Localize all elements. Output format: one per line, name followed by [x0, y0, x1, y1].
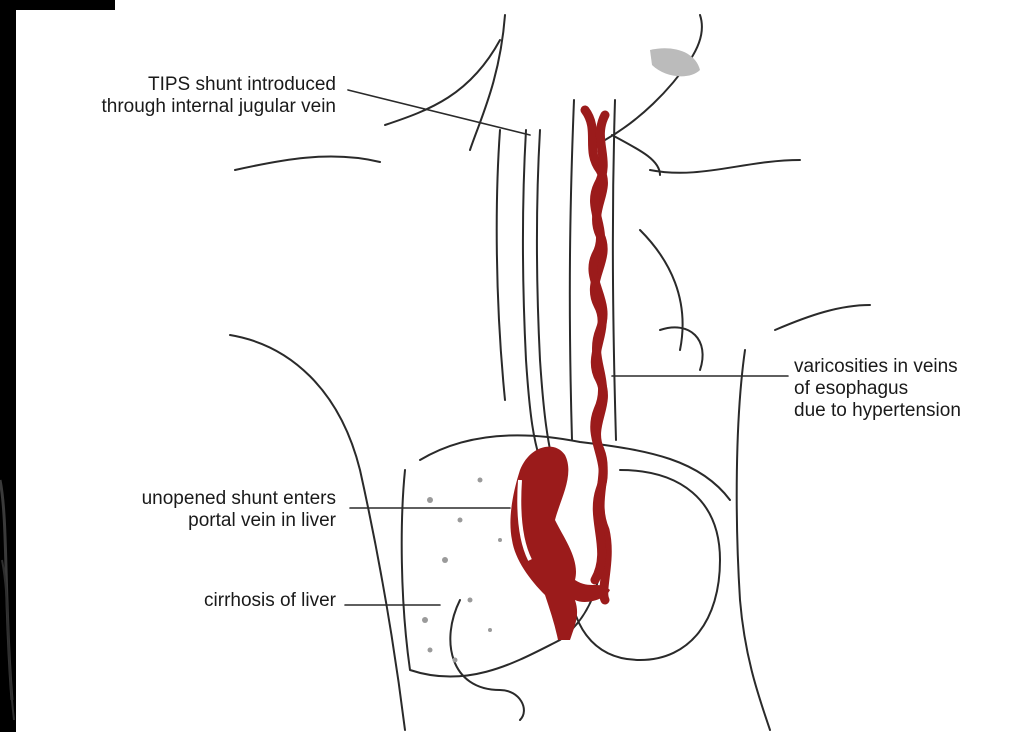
body-left-outline: [230, 335, 405, 730]
label-shunt-line-2: portal vein in liver: [142, 510, 336, 532]
esophagus-right-wall: [613, 100, 616, 440]
label-cirrhosis: cirrhosis of liver: [204, 590, 336, 612]
jugular-vein: [497, 130, 505, 400]
lung-curve: [640, 230, 683, 350]
neck-left-outline: [235, 157, 380, 170]
label-tips-line-1: TIPS shunt introduced: [102, 74, 337, 96]
label-shunt-line-1: unopened shunt enters: [142, 488, 336, 510]
diaphragm: [420, 435, 730, 500]
neck-shading: [650, 48, 700, 76]
esophagus-left-wall: [570, 100, 574, 440]
body-right-outline: [775, 305, 870, 330]
label-unopened-shunt: unopened shunt enters portal vein in liv…: [142, 488, 336, 532]
liver-speckles: [422, 478, 502, 663]
tips-shunt-tube-b: [537, 130, 552, 460]
pointer-tips: [348, 90, 530, 135]
label-varicosities-line-2: of esophagus: [794, 378, 961, 400]
label-varicosities-line-1: varicosities in veins: [794, 356, 961, 378]
label-tips-shunt: TIPS shunt introduced through internal j…: [102, 74, 337, 118]
label-varicosities-line-3: due to hypertension: [794, 400, 961, 422]
stomach-outline: [570, 470, 720, 660]
label-tips-line-2: through internal jugular vein: [102, 96, 337, 118]
collar-right: [650, 160, 800, 173]
label-cirrhosis-line-1: cirrhosis of liver: [204, 590, 336, 612]
esophageal-varices: [585, 110, 607, 600]
label-varicosities: varicosities in veins of esophagus due t…: [794, 356, 961, 422]
neck-right-outline: [605, 15, 702, 140]
duodenum: [450, 600, 524, 720]
body-right-side: [737, 350, 770, 730]
top-left-black-bar: [0, 0, 115, 10]
trachea-right: [612, 135, 660, 175]
